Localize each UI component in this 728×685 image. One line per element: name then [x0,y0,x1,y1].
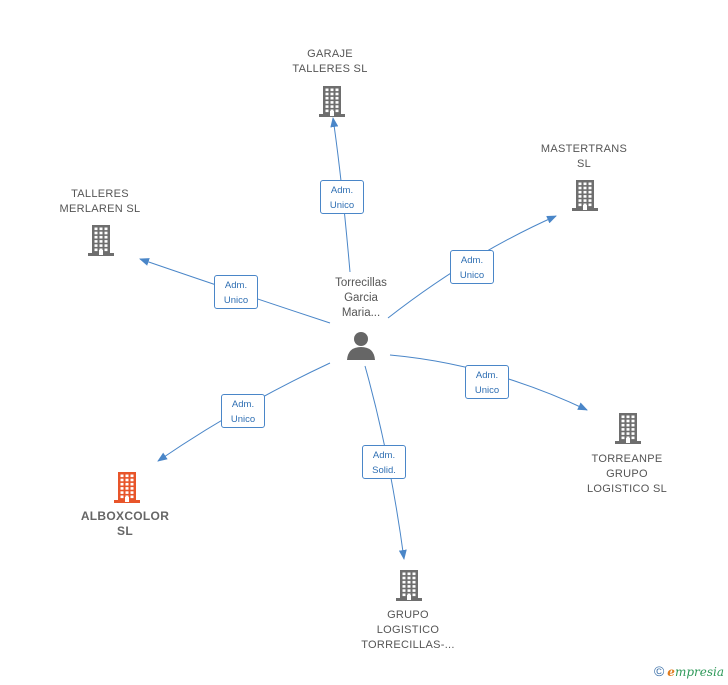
company-label-grupo[interactable]: GRUPO LOGISTICO TORRECILLAS-... [361,609,455,651]
edge-role-merlaren[interactable]: Adm. Unico [214,275,258,309]
person-name-line-2: Garcia [344,292,378,304]
company-label-torreanpe[interactable]: TORREANPE GRUPO LOGISTICO SL [586,453,667,495]
edge-role-line-2: Unico [223,295,249,306]
edge-role-mastertrans[interactable]: Adm. Unico [450,250,494,284]
brand-logo: empresia [667,665,724,679]
building-icon[interactable] [570,178,600,212]
edge-role-line-1: Adm. [224,280,248,291]
edge-role-line-2: Unico [230,414,256,425]
brand-name: mpresia [674,665,724,679]
building-icon[interactable] [394,568,424,602]
edge-role-line-1: Adm. [330,185,354,196]
building-icon[interactable] [613,411,643,445]
person-name-line-1: Torrecillas [335,277,387,289]
person-icon[interactable] [346,330,376,360]
brand-initial: e [667,665,675,679]
company-label-merlaren[interactable]: TALLERES MERLAREN SL [59,188,141,215]
person-name-line-3: Maria... [341,307,381,319]
edge-role-alboxcolor[interactable]: Adm. Unico [221,394,265,428]
edge-role-torreanpe[interactable]: Adm. Unico [465,365,509,399]
edge-role-line-2: Unico [459,270,485,281]
edge-role-grupo[interactable]: Adm. Solid. [362,445,406,479]
edge-role-garaje[interactable]: Adm. Unico [320,180,364,214]
building-icon[interactable] [112,470,142,504]
building-icon[interactable] [317,84,347,118]
edge-role-line-2: Unico [474,385,500,396]
edge-role-line-1: Adm. [372,450,396,461]
edge-role-line-2: Solid. [372,465,396,476]
building-icon[interactable] [86,223,116,257]
edge-role-line-1: Adm. [475,370,499,381]
company-label-alboxcolor[interactable]: ALBOXCOLOR SL [80,509,170,538]
edge-role-line-1: Adm. [460,255,484,266]
edge-role-line-1: Adm. [231,399,255,410]
edge-role-line-2: Unico [329,200,355,211]
person-name[interactable]: Torrecillas Garcia Maria... [313,276,409,321]
copyright-icon: © [653,663,665,679]
footer-brand[interactable]: ©empresia [654,663,724,679]
company-label-garaje[interactable]: GARAJE TALLERES SL [292,48,368,75]
company-label-mastertrans[interactable]: MASTERTRANS SL [540,143,628,170]
